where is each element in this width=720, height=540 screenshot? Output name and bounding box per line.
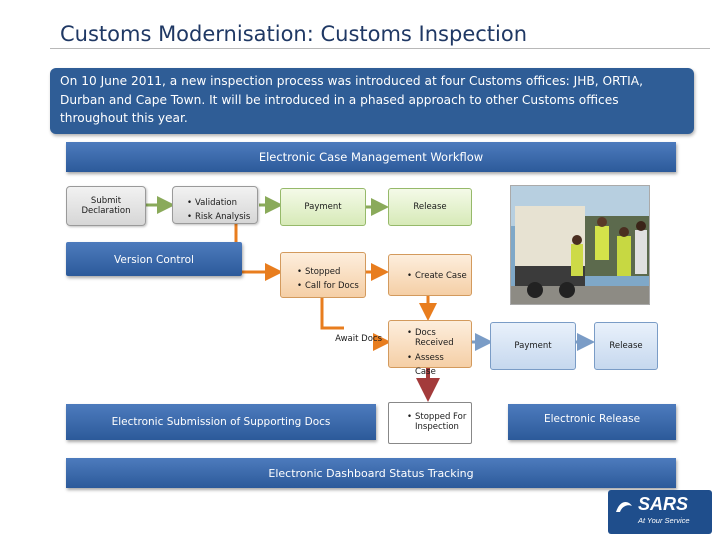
sars-logo: SARS At Your Service [608, 490, 712, 534]
release-right-label: Release [609, 341, 643, 351]
sars-emblem-icon [616, 502, 632, 512]
version-control-band: Version Control [66, 242, 242, 276]
stopped-item: Stopped [297, 265, 361, 279]
create-case-item: Create Case [407, 269, 467, 283]
validation-box: Validation Risk Analysis [172, 186, 258, 224]
call-for-docs-item: Call for Docs [297, 279, 361, 293]
dashboard-band: Electronic Dashboard Status Tracking [66, 458, 676, 488]
stopped-inspection-item: Stopped For Inspection [407, 412, 469, 432]
release-right-box: Release [594, 322, 658, 370]
validation-item: Validation [187, 196, 253, 210]
stopped-box: Stopped Call for Docs [280, 252, 366, 298]
submit-declaration-label: Submit Declaration [81, 196, 131, 216]
electronic-submission-band: Electronic Submission of Supporting Docs [66, 404, 376, 440]
docs-received-item: Docs Received [407, 328, 461, 348]
assess-case-item: Assess Case [407, 351, 467, 379]
stopped-inspection-box: Stopped For Inspection [388, 402, 472, 444]
release-top-label: Release [413, 202, 447, 212]
intro-panel: On 10 June 2011, a new inspection proces… [50, 68, 694, 134]
payment-top-box: Payment [280, 188, 366, 226]
release-top-box: Release [388, 188, 472, 226]
docs-received-box: Docs Received Assess Case [388, 320, 472, 377]
arrow-validation-stopped [234, 224, 283, 281]
payment-top-label: Payment [304, 202, 342, 212]
logo-text: SARS [638, 494, 689, 514]
risk-analysis-item: Risk Analysis [187, 210, 253, 224]
create-case-box: Create Case [388, 254, 472, 296]
electronic-release-band: Electronic Release [508, 404, 676, 440]
title-divider [50, 48, 710, 49]
submit-declaration-box: Submit Declaration [66, 186, 146, 226]
payment-right-box: Payment [490, 322, 576, 370]
workflow-header: Electronic Case Management Workflow [66, 142, 676, 172]
logo-tagline: At Your Service [638, 516, 690, 525]
inspection-photo [510, 185, 650, 305]
payment-right-label: Payment [514, 341, 552, 351]
slide-title: Customs Modernisation: Customs Inspectio… [60, 22, 528, 46]
await-docs-label: Await Docs [335, 334, 382, 344]
arrow-stopped-await [320, 298, 344, 330]
